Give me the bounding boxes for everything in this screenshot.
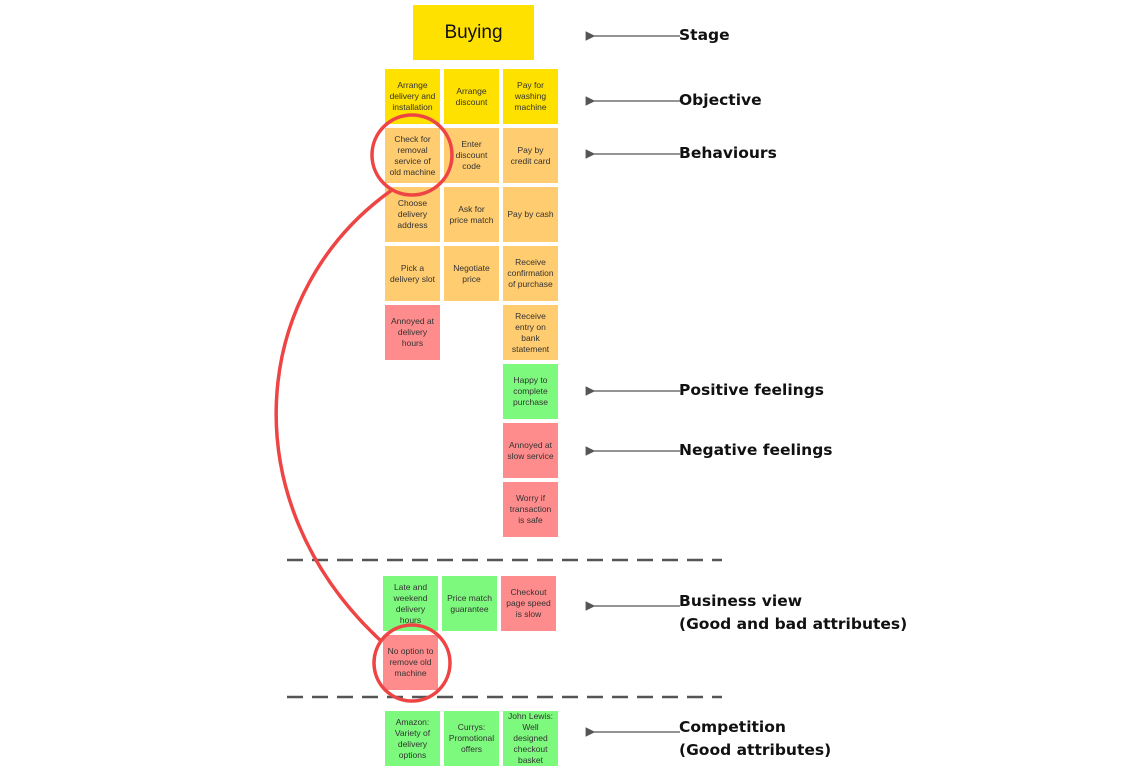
- competition-note: John Lewis: Well designed checkout baske…: [503, 711, 558, 766]
- business-good-note: Price match guarantee: [442, 576, 497, 631]
- objective-note: Pay for washing machine: [503, 69, 558, 124]
- behaviour-note: Pay by cash: [503, 187, 558, 242]
- competition-note: Currys: Promotional offers: [444, 711, 499, 766]
- label-behaviours: Behaviours: [679, 144, 777, 162]
- highlight-circle: [372, 623, 452, 703]
- label-business-view: Business view (Good and bad attributes): [679, 590, 907, 636]
- objective-note: Arrange delivery and installation: [385, 69, 440, 124]
- label-business-line1: Business view: [679, 592, 803, 610]
- behaviour-note: Receive entry on bank statement: [503, 305, 558, 360]
- highlight-circle: [370, 113, 454, 197]
- label-competition-line1: Competition: [679, 718, 786, 736]
- label-stage: Stage: [679, 26, 730, 44]
- positive-feeling-note: Happy to complete purchase: [503, 364, 558, 419]
- business-bad-note: No option to remove old machine: [383, 635, 438, 690]
- label-business-line2: (Good and bad attributes): [679, 615, 908, 633]
- behaviour-note: Receive confirmation of purchase: [503, 246, 558, 301]
- business-bad-note: Checkout page speed is slow: [501, 576, 556, 631]
- label-positive-feelings: Positive feelings: [679, 381, 825, 399]
- behaviour-note: Check for removal service of old machine: [385, 128, 440, 183]
- negative-feeling-note: Worry if transaction is safe: [503, 482, 558, 537]
- objective-note: Arrange discount: [444, 69, 499, 124]
- business-good-note: Late and weekend delivery hours: [383, 576, 438, 631]
- behaviour-note: Ask for price match: [444, 187, 499, 242]
- behaviour-note: Negotiate price: [444, 246, 499, 301]
- competition-note: Amazon: Variety of delivery options: [385, 711, 440, 766]
- stage-note: Buying: [413, 5, 534, 60]
- negative-feeling-note: Annoyed at delivery hours: [385, 305, 440, 360]
- connector-curve: [274, 188, 394, 642]
- label-competition: Competition (Good attributes): [679, 716, 831, 762]
- label-negative-feelings: Negative feelings: [679, 441, 833, 459]
- behaviour-note: Pick a delivery slot: [385, 246, 440, 301]
- behaviour-note: Pay by credit card: [503, 128, 558, 183]
- label-objective: Objective: [679, 91, 762, 109]
- negative-feeling-note: Annoyed at slow service: [503, 423, 558, 478]
- label-competition-line2: (Good attributes): [679, 741, 832, 759]
